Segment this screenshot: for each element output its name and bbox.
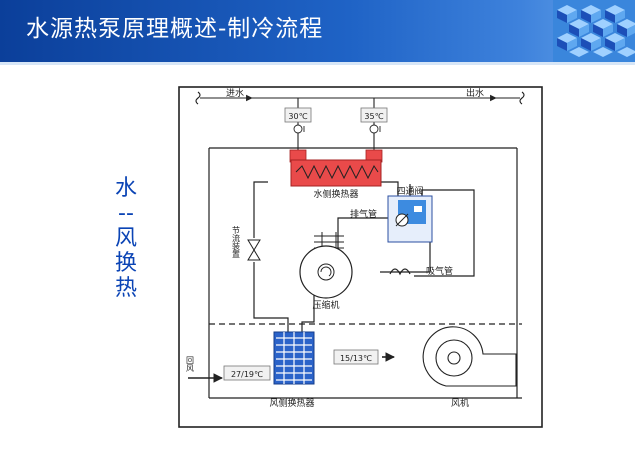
header-underline	[0, 62, 635, 65]
water-side-heat-exchanger	[289, 149, 383, 187]
side-label-char: 换	[114, 251, 137, 276]
temp-gauge-in	[284, 107, 312, 134]
cube-pattern-icon	[553, 0, 635, 62]
supply-temp-box	[333, 349, 379, 365]
discharge-pipe-label: 排气管	[350, 208, 377, 220]
water-pipes	[297, 98, 375, 152]
suction-pipe-coil	[389, 268, 411, 276]
four-way-valve	[387, 195, 433, 243]
air-hx-label: 风侧换热器	[269, 397, 314, 409]
return-temp-box	[223, 365, 271, 381]
side-label-char: 风	[114, 226, 137, 251]
suction-pipe-label: 吸气管	[426, 265, 453, 277]
side-label-char: 热	[114, 276, 137, 301]
compressor	[299, 232, 353, 299]
water-in-label: 进水	[226, 87, 244, 99]
fan-label: 风机	[451, 397, 469, 409]
side-label-char: --	[118, 201, 134, 226]
water-line	[195, 91, 525, 105]
slide-title: 水源热泵原理概述-制冷流程	[26, 16, 324, 42]
throttle-valve-icon	[247, 239, 261, 261]
compressor-label: 压缩机	[312, 299, 339, 311]
refrigerant-loop	[208, 147, 522, 399]
throttle-label: 节流装置	[232, 226, 241, 258]
temp-gauge-out	[360, 107, 388, 134]
temp-out-value: 35℃	[364, 112, 383, 121]
side-label: 水 -- 风 换 热	[111, 176, 141, 301]
outer-frame	[178, 86, 543, 428]
side-label-char: 水	[114, 176, 137, 201]
supply-temp-value: 15/13℃	[340, 354, 372, 363]
temp-in-value: 30℃	[288, 112, 307, 121]
return-air-label: 回风	[186, 356, 195, 373]
header-bar: 水源热泵原理概述-制冷流程	[0, 0, 635, 62]
water-hx-label: 水侧换热器	[313, 188, 358, 200]
four-way-valve-label: 四通阀	[396, 186, 423, 197]
fan-icon	[422, 326, 517, 387]
water-out-label: 出水	[466, 87, 484, 99]
air-side-heat-exchanger	[273, 331, 315, 385]
return-temp-value: 27/19℃	[231, 370, 263, 379]
refrigeration-diagram: 进水 出水 30℃ 35℃ 节流装置	[178, 86, 543, 428]
